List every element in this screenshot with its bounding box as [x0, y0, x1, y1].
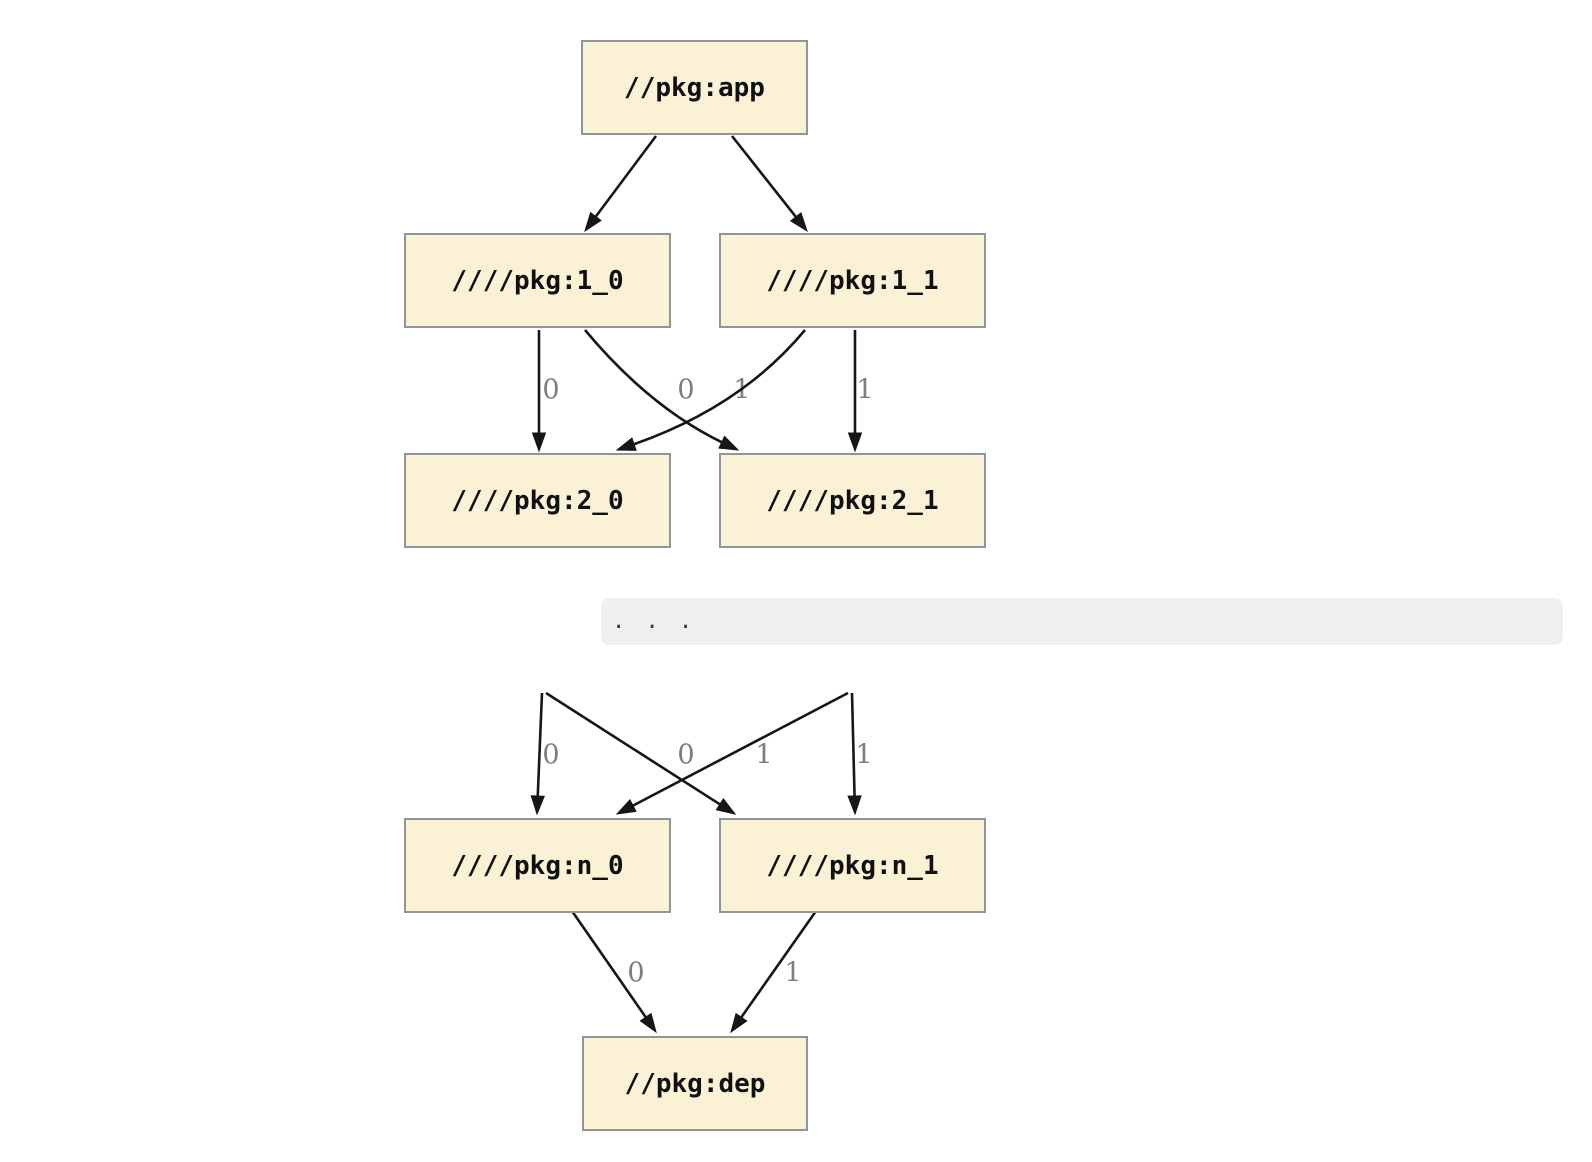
- node-1-1: ////pkg:1_1: [719, 233, 986, 328]
- node-n-1: ////pkg:n_1: [719, 818, 986, 913]
- edge-label: 0: [677, 375, 694, 406]
- edge-label: 1: [856, 375, 873, 406]
- arrowhead-icon: [615, 437, 637, 451]
- node-label: ////pkg:2_1: [766, 485, 939, 516]
- node-n-0: ////pkg:n_0: [404, 818, 671, 913]
- edge-hidden-right-to-n-0: 0: [615, 691, 849, 815]
- node-label: ////pkg:1_1: [766, 265, 939, 296]
- edge-n-1-to-dep: 1: [730, 910, 818, 1034]
- node-2-0: ////pkg:2_0: [404, 453, 671, 548]
- arrowhead-icon: [789, 212, 808, 233]
- edge-n-0-to-dep: 0: [570, 910, 657, 1034]
- edge-label: 0: [542, 740, 559, 771]
- arrowhead-icon: [847, 432, 863, 453]
- edge-app-to-1-0: [584, 135, 658, 233]
- arrowhead-icon: [584, 211, 602, 233]
- arrowhead-icon: [718, 435, 740, 451]
- node-dep: //pkg:dep: [582, 1036, 808, 1131]
- edge-label: 1: [855, 740, 872, 771]
- arrowhead-icon: [730, 1012, 748, 1034]
- edge-label: 0: [542, 375, 559, 406]
- node-2-1: ////pkg:2_1: [719, 453, 986, 548]
- edge-1-1-to-2-1: 1: [847, 330, 874, 453]
- node-label: ////pkg:2_0: [451, 485, 624, 516]
- arrowhead-icon: [530, 795, 545, 816]
- arrowhead-icon: [615, 799, 637, 815]
- edge-label: 1: [784, 958, 801, 989]
- edge-label: 0: [677, 740, 694, 771]
- edge-hidden-right-to-n-1: 1: [847, 692, 873, 816]
- arrowhead-icon: [847, 795, 862, 816]
- node-label: ////pkg:1_0: [451, 265, 624, 296]
- arrowhead-icon: [639, 1012, 657, 1034]
- edge-1-1-to-2-0: 0: [615, 329, 806, 451]
- edge-label: 0: [627, 958, 644, 989]
- node-label: //pkg:app: [624, 72, 765, 103]
- node-1-0: ////pkg:1_0: [404, 233, 671, 328]
- node-label: ////pkg:n_0: [451, 850, 624, 881]
- arrowhead-icon: [531, 432, 547, 453]
- edge-hidden-left-to-n-0: 0: [530, 692, 560, 816]
- edge-1-0-to-2-0: 0: [531, 330, 560, 453]
- node-app: //pkg:app: [581, 40, 808, 135]
- node-label: ////pkg:n_1: [766, 850, 939, 881]
- ellipsis-text: . . .: [612, 609, 693, 634]
- arrowhead-icon: [715, 797, 737, 815]
- edge-label: 1: [755, 740, 772, 771]
- edge-app-to-1-1: [730, 135, 808, 233]
- ellipsis-code-band: . . .: [601, 598, 1563, 645]
- node-label: //pkg:dep: [624, 1068, 766, 1099]
- edge-hidden-left-to-n-1: 1: [545, 691, 773, 815]
